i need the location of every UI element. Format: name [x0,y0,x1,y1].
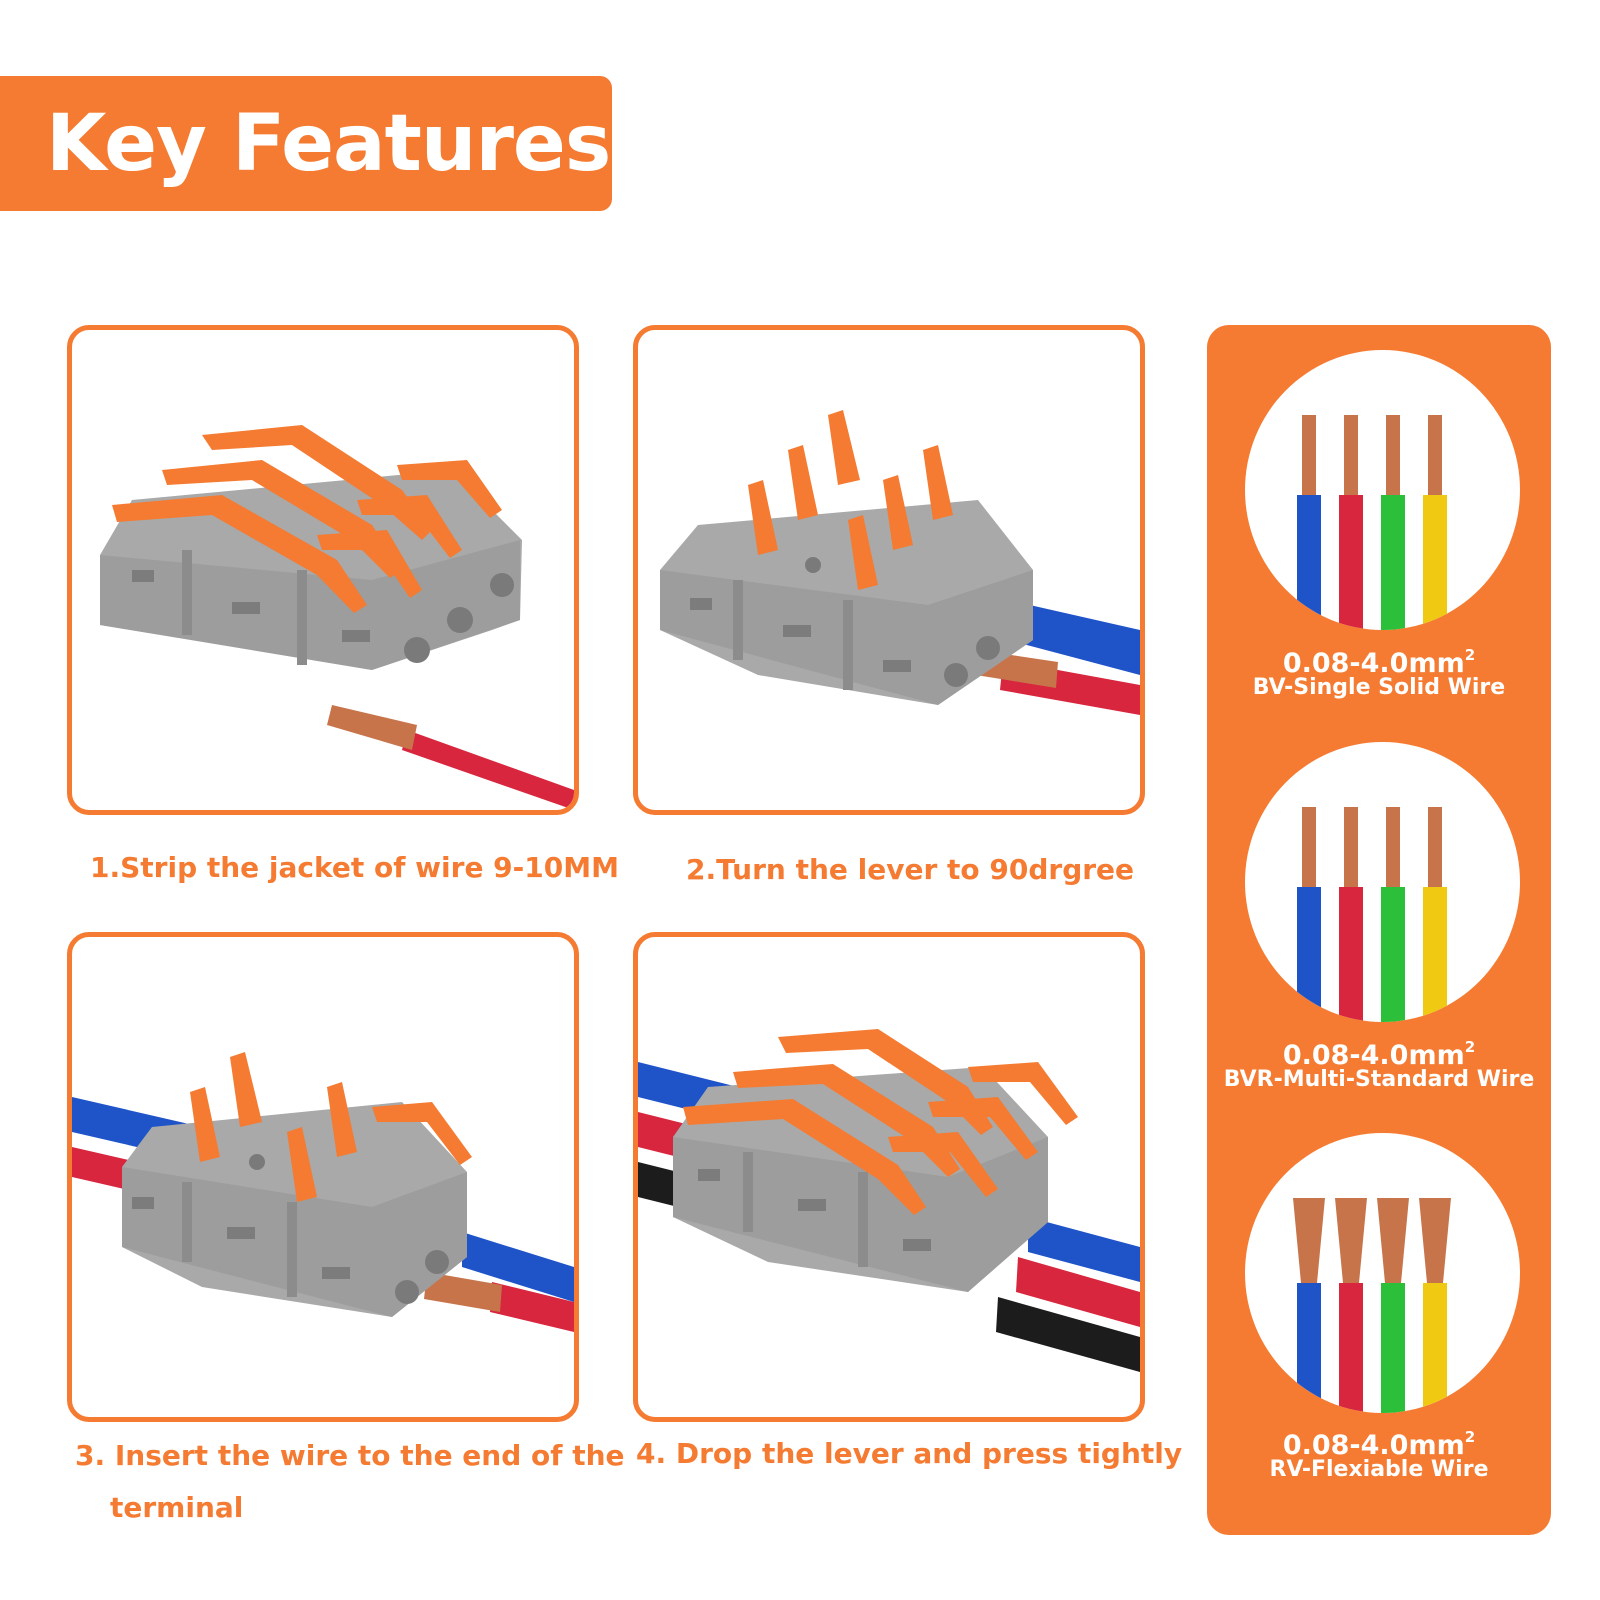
connector-body [660,500,1033,705]
step-3-caption-line2: terminal [110,1491,244,1524]
multi-standard-wire-name: BVR-Multi-Standard Wire [1223,1067,1535,1092]
multi-standard-wires-illustration [1297,807,1447,1022]
orange-levers-raised [190,1052,472,1202]
step-1-caption: 1.Strip the jacket of wire 9-10MM [90,851,619,884]
solid-wire-circle [1245,350,1520,630]
stripped-red-wire [327,705,574,810]
flexible-wires-illustration [1293,1198,1451,1413]
step-4-caption: 4. Drop the lever and press tightly [636,1437,1183,1470]
step-2-caption: 2.Turn the lever to 90drgree [686,853,1135,886]
step-4-image [633,932,1145,1422]
solid-wire-size: 0.08-4.0mm2 [1282,646,1476,679]
step-1-image [67,325,579,815]
step-3-caption-line1: 3. Insert the wire to the end of the [75,1439,625,1472]
connector-body [673,1059,1048,1292]
connector-wires-locked-illustration [638,1029,1140,1372]
orange-levers-raised [748,410,953,590]
connector-wires-inserted-illustration [72,1052,574,1332]
multi-standard-wire-size: 0.08-4.0mm2 [1282,1038,1476,1071]
solid-wire-name: BV-Single Solid Wire [1252,675,1506,700]
solid-wires-illustration [1297,415,1447,630]
orange-levers [683,1029,1078,1215]
step-2-image [633,325,1145,815]
wire-types-panel: 0.08-4.0mm2 BV-Single Solid Wire 0.08-4.… [1207,325,1551,1535]
multi-standard-wire-circle [1245,742,1520,1022]
flexible-wire-name: RV-Flexiable Wire [1269,1457,1489,1482]
orange-levers [112,425,502,613]
connector-levers-closed-illustration [100,425,574,810]
flexible-wire-size: 0.08-4.0mm2 [1282,1428,1476,1461]
connector-levers-open-illustration [660,410,1140,715]
banner-title: Key Features [46,99,611,189]
step-3-image [67,932,579,1422]
flexible-wire-circle [1245,1133,1520,1413]
key-features-banner: Key Features [0,76,612,211]
